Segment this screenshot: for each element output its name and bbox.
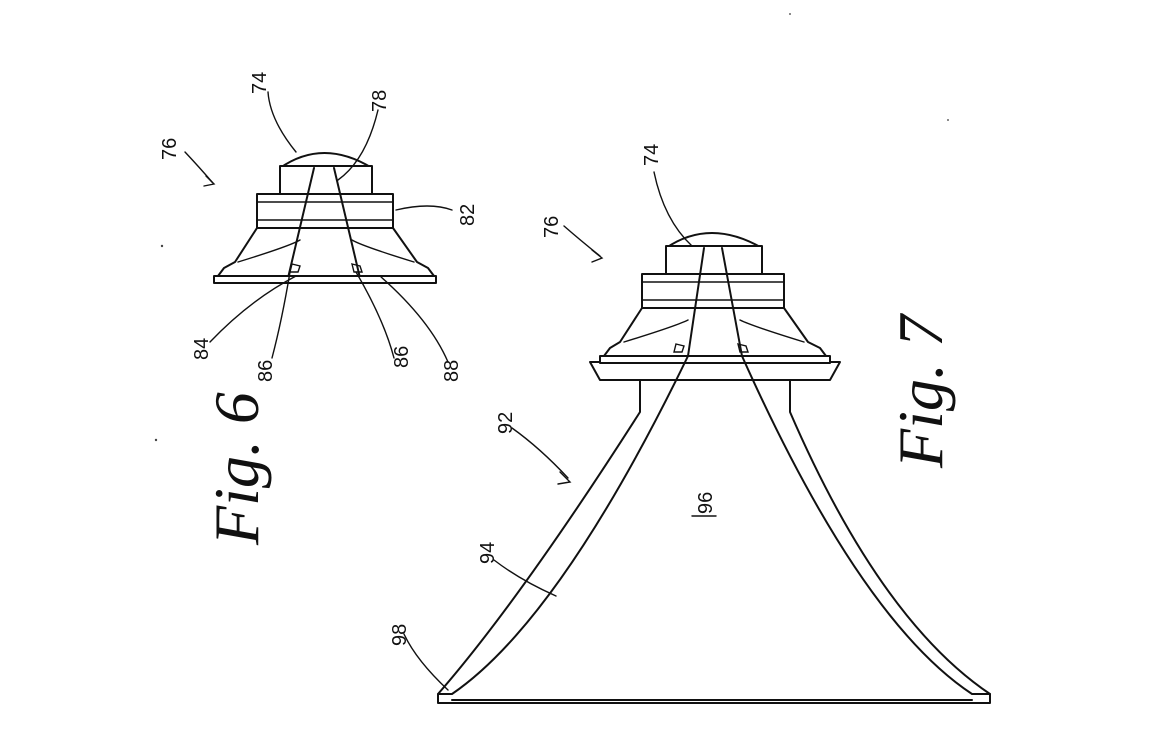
fig6-voice-coil-right — [351, 263, 363, 273]
fig6-label-86-right: 86 — [391, 346, 413, 368]
fig7-label-98: 98 — [389, 624, 411, 646]
fig6-label-84: 84 — [191, 338, 213, 360]
fig7-label-96: 96 — [695, 492, 717, 514]
fig7-label-94: 94 — [477, 542, 499, 564]
fig7-magnet-plate — [641, 273, 785, 309]
fig6-driver-drawing — [184, 91, 453, 363]
fig7-lower-housing — [603, 307, 827, 357]
fig7-horn-inner-wall — [437, 247, 991, 695]
fig7-mounting-flange — [589, 361, 841, 381]
fig6-caption: Fig. 6 — [201, 392, 272, 546]
fig7-label-74: 74 — [641, 144, 663, 166]
fig6-label-88: 88 — [441, 360, 463, 382]
fig6-label-86-left: 86 — [255, 360, 277, 382]
fig7-body — [665, 245, 763, 275]
fig7-caption: Fig. 7 — [885, 312, 956, 469]
fig6-magnet-plate — [256, 193, 394, 229]
fig7-horn-outer-wall — [437, 379, 991, 704]
fig6-label-76: 76 — [159, 138, 181, 160]
fig6-lower-housing — [217, 227, 435, 277]
fig7-label-92: 92 — [495, 412, 517, 434]
fig6-phase-plug — [287, 167, 361, 279]
fig6-voice-coil-left — [289, 263, 301, 273]
fig6-body — [279, 165, 373, 195]
fig6-label-78: 78 — [369, 90, 391, 112]
fig7-horn-assembly-drawing — [403, 171, 991, 704]
fig6-label-82: 82 — [457, 204, 479, 226]
fig6-base-flange — [213, 275, 437, 284]
fig6-label-74: 74 — [249, 72, 271, 94]
fig7-label-76: 76 — [541, 216, 563, 238]
